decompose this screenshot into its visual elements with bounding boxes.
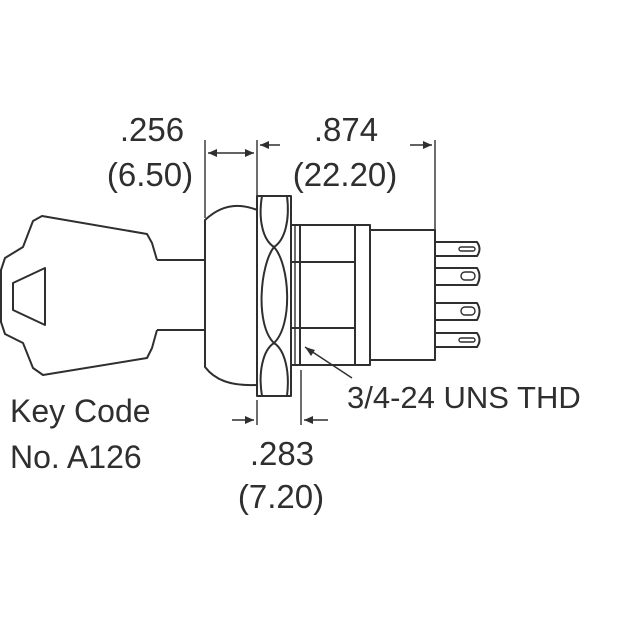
key-code-number: No. A126 <box>10 439 142 475</box>
cap-depth-inch: .256 <box>120 111 184 148</box>
dimension-lines <box>204 140 436 425</box>
terminals <box>435 241 481 348</box>
cap-depth-mm: (6.50) <box>107 156 193 193</box>
key-code-label: Key Code <box>10 393 151 429</box>
key-icon <box>0 215 205 376</box>
switch-cap <box>204 204 258 387</box>
body-length-mm: (22.20) <box>293 156 398 193</box>
switch-body <box>290 224 436 366</box>
nut-thickness-mm: (7.20) <box>238 478 324 515</box>
nut-thickness-inch: .283 <box>250 435 314 472</box>
thread-label: 3/4-24 UNS THD <box>347 380 581 415</box>
mounting-nut <box>256 195 292 397</box>
body-length-inch: .874 <box>314 111 378 148</box>
